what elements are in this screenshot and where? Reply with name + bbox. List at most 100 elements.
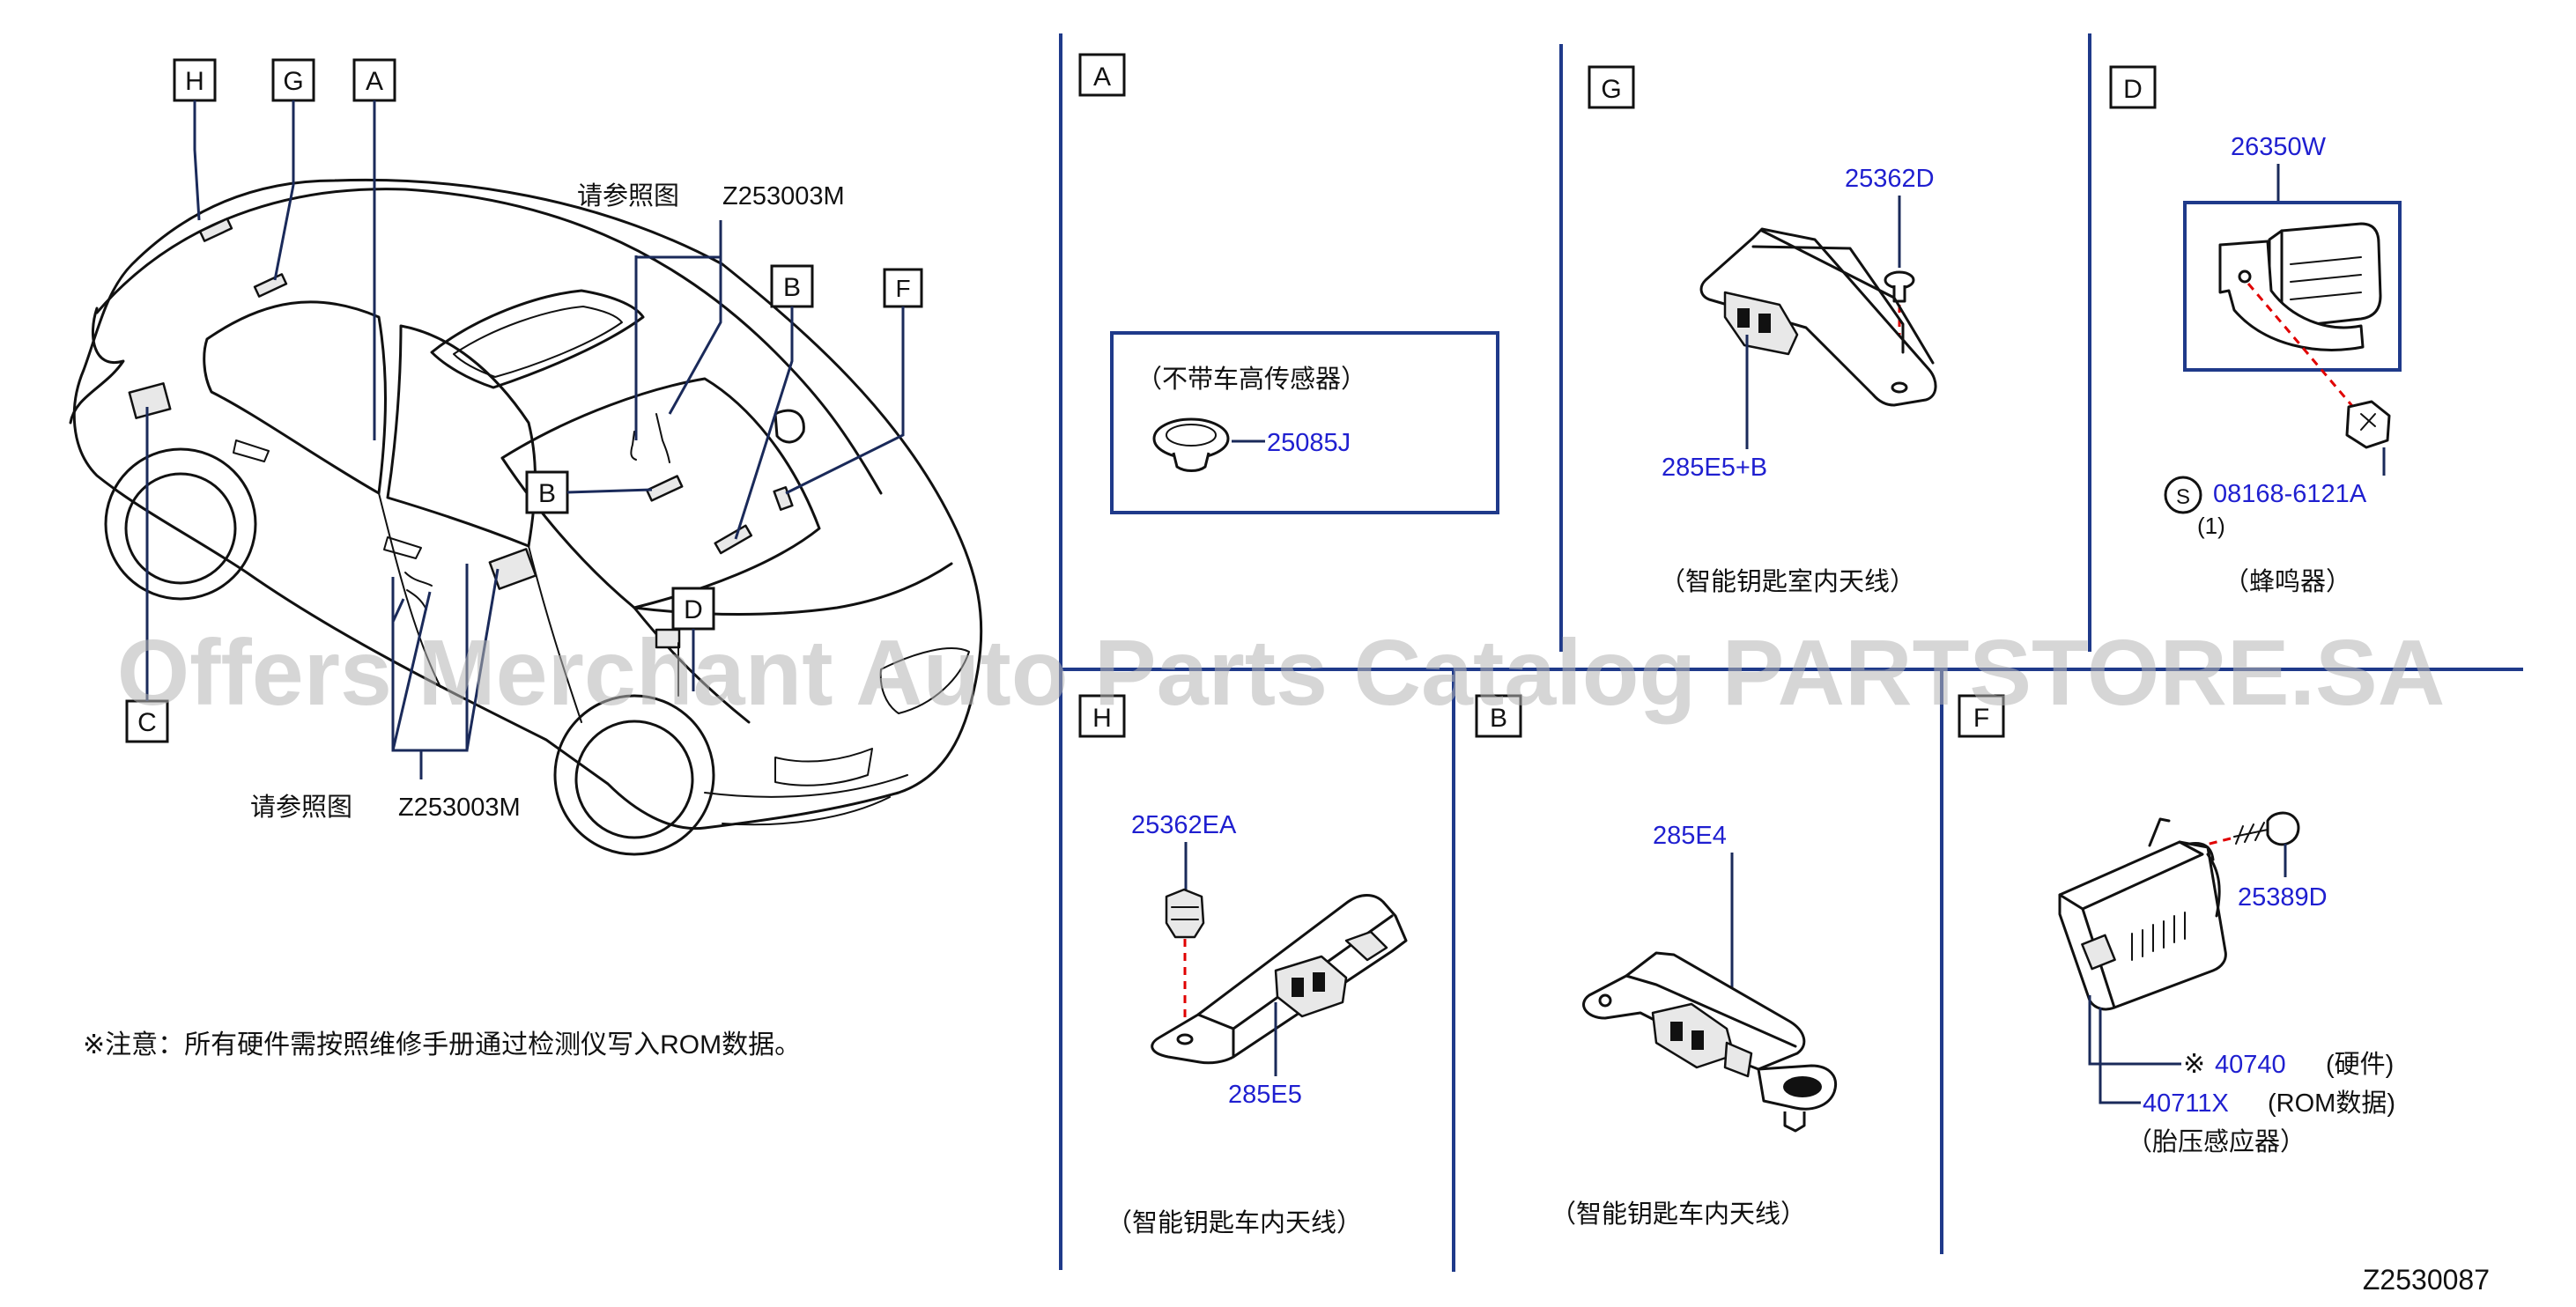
buzzer-26350W-hole	[2238, 270, 2252, 284]
car-front-wheel	[574, 720, 694, 839]
panel-A: A （不带车高传感器） 25085J	[1078, 53, 1499, 514]
callout-leader-B-left	[566, 488, 653, 494]
leader-40740	[2088, 995, 2181, 1066]
refer-bracket-top-right	[668, 257, 722, 415]
refer-label-bottom: 请参照图	[250, 793, 352, 822]
car-side-window-rear	[203, 300, 387, 495]
part-285E5B[interactable]: 285E5+B	[1662, 454, 1767, 482]
callout-box-A[interactable]	[352, 58, 396, 102]
hardware-note: ※注意：所有硬件需按照维修手册通过检测仪写入ROM数据。	[83, 1030, 801, 1060]
panel-B-caption: （智能钥匙车内天线）	[1551, 1200, 1806, 1229]
panel-B-label-box	[1475, 694, 1522, 738]
antenna-285E5B-hole	[1891, 381, 1908, 394]
car-rear-wheel	[124, 472, 237, 585]
part-40711X[interactable]: 40711X	[2143, 1089, 2229, 1118]
callout-letter-B-left: B	[538, 479, 556, 508]
part-285E5[interactable]: 285E5	[1228, 1081, 1302, 1109]
buzzer-26350W-rib	[2290, 256, 2362, 300]
callout-box-G[interactable]	[271, 58, 315, 102]
panel-A-box-caption: （不带车高传感器）	[1136, 365, 1366, 394]
symbol-S-circle	[2164, 476, 2202, 514]
note-40711X: (ROM数据)	[2268, 1089, 2395, 1118]
qty-08168-6121A: (1)	[2197, 513, 2225, 539]
car-part-D	[655, 628, 681, 649]
part-25362EA[interactable]: 25362EA	[1131, 811, 1237, 839]
part-40740[interactable]: 40740	[2215, 1051, 2286, 1079]
catalog-code: Z2530087	[2363, 1264, 2490, 1296]
sensor-wire	[2206, 853, 2221, 918]
sensor-top	[2058, 840, 2204, 911]
callout-leader-G	[273, 100, 295, 281]
car-overview	[69, 178, 983, 856]
car-part-C	[128, 382, 172, 419]
antenna-285E5-hole	[1176, 1033, 1194, 1045]
car-headlight	[879, 647, 970, 714]
panel-A-variant-box	[1110, 331, 1499, 514]
callout-letter-A: A	[366, 67, 383, 96]
refer-bracket-bottom-left2	[391, 598, 405, 750]
callout-letter-H: H	[185, 67, 204, 96]
car-part-H	[198, 218, 233, 242]
panel-B: B 285E4 （智能钥匙车内天线）	[1475, 694, 1837, 1229]
leader-40711X	[2099, 1008, 2141, 1104]
panel-G: G 25362D 285E5+B （智能钥匙室内天线）	[1588, 65, 1937, 596]
panel-D-caption: （蜂鸣器）	[2224, 567, 2351, 596]
part-08168-6121A[interactable]: 08168-6121A	[2213, 480, 2367, 508]
part-25085J[interactable]: 25085J	[1267, 429, 1351, 457]
bolt-08168-6121A-head	[2345, 400, 2391, 449]
car-callouts: H G A B F B D C 请参照图 Z253003M	[83, 58, 923, 1060]
screw-25389D-thread	[2233, 822, 2269, 845]
car-bumper	[704, 774, 908, 826]
callout-box-B-right[interactable]	[770, 264, 814, 308]
car-wiring-3	[404, 572, 433, 610]
antenna-285E5B-rail	[1760, 229, 1935, 365]
panel-G-letter: G	[1601, 75, 1621, 104]
clip-25085J-top	[1166, 424, 1217, 447]
car-side-window-front	[386, 324, 537, 548]
antenna-285E4-hole-left	[1598, 993, 1612, 1008]
antenna-285E5-conn-slot1	[1292, 978, 1304, 997]
refer-code-bottom[interactable]: Z253003M	[398, 794, 521, 822]
car-part-F	[773, 486, 794, 511]
callout-leader-B-right	[734, 306, 794, 540]
antenna-285E5B-body	[1699, 227, 1937, 407]
callout-letter-C: C	[137, 708, 157, 737]
part-25389D[interactable]: 25389D	[2238, 883, 2328, 912]
antenna-285E4-top	[1625, 974, 1797, 1048]
callout-letter-G: G	[283, 67, 303, 96]
car-door-handle-front	[383, 536, 422, 559]
sensor-body	[2058, 840, 2227, 1011]
panel-G-caption: （智能钥匙室内天线）	[1660, 567, 1915, 596]
part-26350W[interactable]: 26350W	[2231, 133, 2327, 161]
car-part-B2	[714, 524, 753, 555]
panel-H-letter: H	[1092, 704, 1112, 733]
refer-code-top[interactable]: Z253003M	[722, 182, 845, 210]
antenna-285E4-conn-slot2	[1691, 1030, 1704, 1050]
antenna-285E5-plug	[1344, 930, 1388, 962]
clip-25085J-stem	[1172, 452, 1210, 472]
panel-F-label-box	[1958, 694, 2005, 738]
car-body-outline	[72, 178, 983, 831]
clip-25362EA	[1165, 888, 1205, 939]
car-sunroof	[430, 289, 645, 389]
car-rear-hatch	[69, 306, 125, 425]
car-grille	[774, 748, 873, 786]
part-285E4[interactable]: 285E4	[1653, 822, 1727, 850]
panel-F-caption: （胎压感应器）	[2127, 1127, 2306, 1156]
car-rear-wheel-arch	[104, 447, 257, 601]
panel-B-letter: B	[1490, 704, 1507, 733]
panel-F-letter: F	[1973, 704, 1989, 733]
car-part-E	[488, 548, 537, 590]
buzzer-frame	[2183, 201, 2402, 372]
panel-dividers	[1059, 33, 2523, 1272]
part-25362D[interactable]: 25362D	[1845, 165, 1935, 193]
car-door-handle-rear	[233, 439, 270, 462]
callout-box-F[interactable]	[883, 268, 923, 308]
car-windshield	[500, 377, 821, 609]
panel-A-letter: A	[1093, 63, 1111, 92]
antenna-285E5B-conn-slot1	[1737, 308, 1750, 328]
panel-G-label-box	[1588, 65, 1635, 109]
watermark: Offers Merchant Auto Parts Catalog PARTS…	[117, 621, 2446, 725]
panel-A-label-box	[1078, 53, 1126, 97]
